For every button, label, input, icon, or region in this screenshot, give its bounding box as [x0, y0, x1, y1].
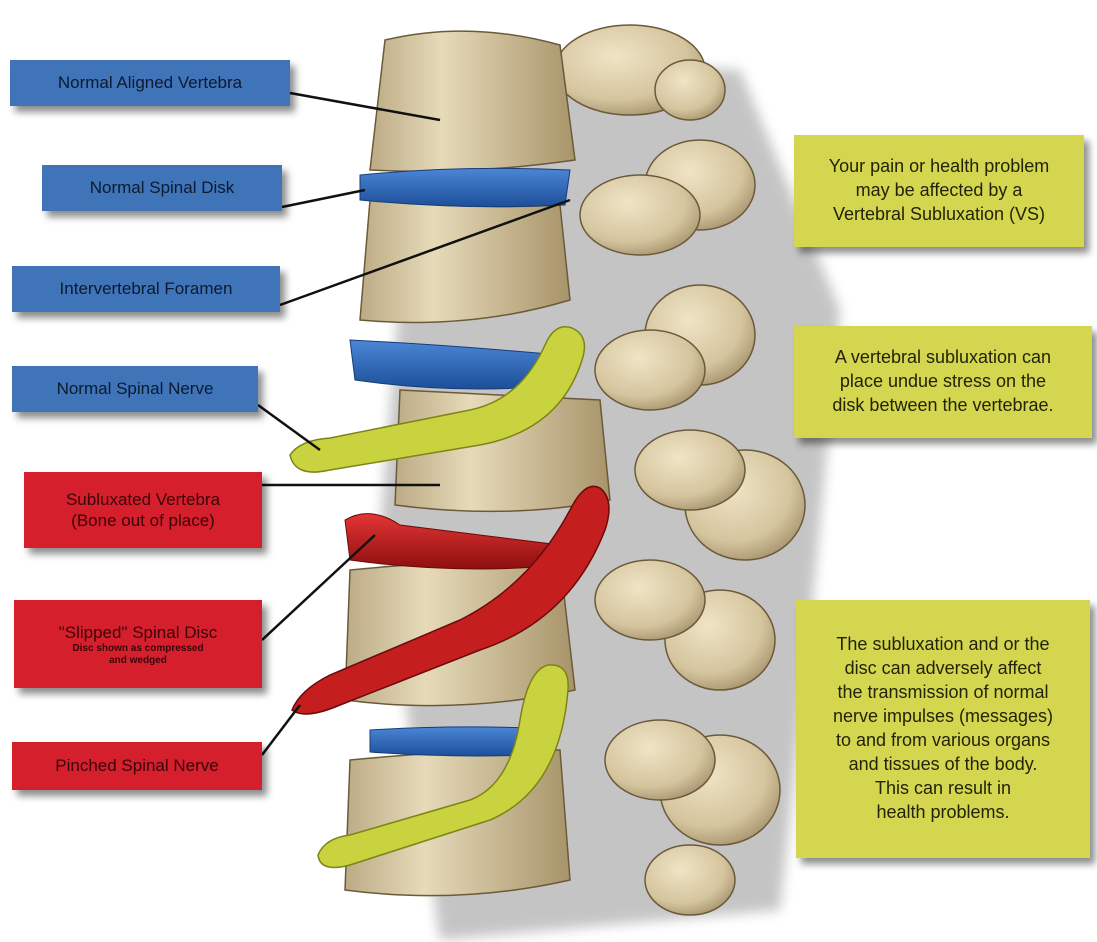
label-slipped-disc-note-line1: Disc shown as compressed — [72, 643, 203, 655]
note3-line8: health problems. — [876, 801, 1009, 825]
label-normal-aligned-vertebra-text: Normal Aligned Vertebra — [58, 72, 242, 93]
note2-line1: A vertebral subluxation can — [835, 346, 1051, 370]
note3-line1: The subluxation and or the — [836, 633, 1049, 657]
label-slipped-spinal-disc-title: "Slipped" Spinal Disc — [59, 622, 218, 643]
note-disk-stress: A vertebral subluxation can place undue … — [794, 326, 1092, 438]
label-normal-aligned-vertebra: Normal Aligned Vertebra — [10, 60, 290, 106]
label-pinched-spinal-nerve: Pinched Spinal Nerve — [12, 742, 262, 790]
note3-line5: to and from various organs — [836, 729, 1050, 753]
label-normal-spinal-nerve-text: Normal Spinal Nerve — [57, 378, 214, 399]
label-intervertebral-foramen: Intervertebral Foramen — [12, 266, 280, 312]
label-subluxated-vertebra-line1: Subluxated Vertebra — [66, 489, 220, 510]
note2-line2: place undue stress on the — [840, 370, 1046, 394]
note3-line6: and tissues of the body. — [849, 753, 1038, 777]
label-normal-spinal-disk: Normal Spinal Disk — [42, 165, 282, 211]
label-slipped-spinal-disc: "Slipped" Spinal Disc Disc shown as comp… — [14, 600, 262, 688]
note3-line2: disc can adversely affect — [845, 657, 1042, 681]
note1-line3: Vertebral Subluxation (VS) — [833, 203, 1045, 227]
note2-line3: disk between the vertebrae. — [832, 394, 1053, 418]
note-pain-health-problem: Your pain or health problem may be affec… — [794, 135, 1084, 247]
note-nerve-transmission: The subluxation and or the disc can adve… — [796, 600, 1090, 858]
label-pinched-spinal-nerve-text: Pinched Spinal Nerve — [55, 755, 218, 776]
label-normal-spinal-disk-text: Normal Spinal Disk — [90, 177, 235, 198]
label-subluxated-vertebra-line2: (Bone out of place) — [71, 510, 215, 531]
note3-line3: the transmission of normal — [837, 681, 1048, 705]
note1-line2: may be affected by a — [856, 179, 1023, 203]
note1-line1: Your pain or health problem — [829, 155, 1049, 179]
label-intervertebral-foramen-text: Intervertebral Foramen — [60, 278, 233, 299]
label-subluxated-vertebra: Subluxated Vertebra (Bone out of place) — [24, 472, 262, 548]
label-normal-spinal-nerve: Normal Spinal Nerve — [12, 366, 258, 412]
label-slipped-disc-note-line2: and wedged — [109, 655, 167, 667]
note3-line4: nerve impulses (messages) — [833, 705, 1053, 729]
note3-line7: This can result in — [875, 777, 1011, 801]
